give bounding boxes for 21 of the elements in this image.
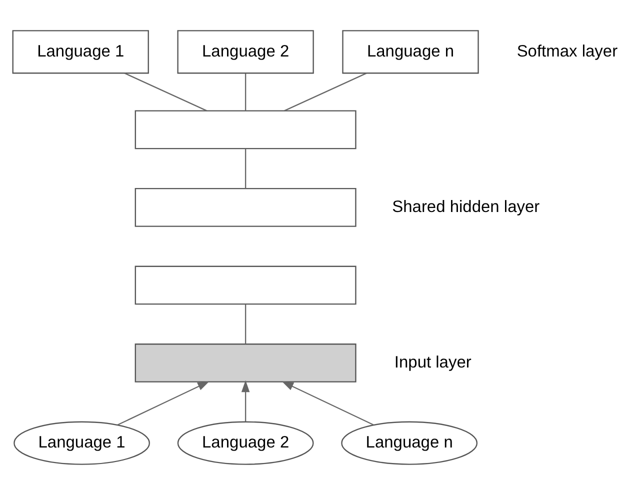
- node-ellipse: Language n: [341, 421, 478, 465]
- node-box: Language 2: [177, 30, 314, 74]
- arrow: [282, 381, 374, 426]
- label: Shared hidden layer: [392, 198, 540, 216]
- arrow: [241, 380, 250, 422]
- node-box: Language 1: [12, 30, 149, 74]
- connector: [124, 72, 208, 112]
- node-box: [134, 344, 356, 382]
- connector: [284, 72, 367, 112]
- label: Softmax layer: [516, 42, 618, 60]
- arrow: [117, 381, 210, 426]
- node-box: Language n: [342, 30, 479, 74]
- node-box: [134, 110, 356, 150]
- node-box: [134, 266, 356, 305]
- node-ellipse: Language 1: [14, 421, 150, 465]
- connector: [244, 304, 246, 344]
- connector: [244, 148, 246, 188]
- label: Input layer: [394, 353, 472, 372]
- connector: [244, 74, 246, 111]
- node-box: [134, 188, 356, 227]
- node-ellipse: Language 2: [177, 421, 314, 465]
